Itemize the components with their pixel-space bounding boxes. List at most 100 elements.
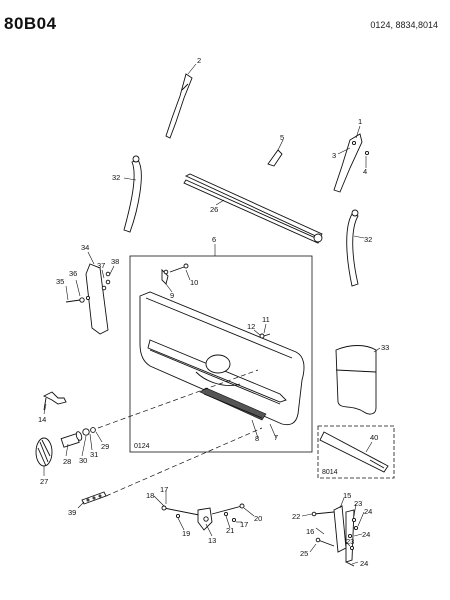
callout-22: 22: [292, 512, 300, 521]
part-26-upper-seal: [183, 173, 323, 244]
part-39-cable: [81, 491, 107, 505]
callout-24-lower: 24: [360, 559, 368, 568]
leader-21: [225, 515, 231, 529]
part-9-latch-bracket: [161, 263, 189, 285]
leader-32-left: [123, 177, 137, 181]
callout-33: 33: [381, 343, 389, 352]
leader-22: [301, 513, 313, 517]
leader-2: [187, 63, 197, 75]
leader-15: [339, 497, 345, 509]
callout-23-upper: 23: [354, 499, 362, 508]
leader-9: [165, 283, 173, 293]
callout-30: 30: [79, 456, 87, 465]
callout-39: 39: [68, 508, 76, 517]
callout-13: 13: [208, 536, 216, 545]
diagram-code: 80B04: [4, 14, 57, 33]
leader-16: [315, 527, 325, 535]
callout-18: 18: [146, 491, 154, 500]
callout-19: 19: [182, 529, 190, 538]
callout-5: 5: [280, 133, 284, 142]
callout-7: 7: [274, 433, 278, 442]
leader-14: [43, 403, 47, 415]
callout-6: 6: [212, 235, 216, 244]
leader-12: [253, 329, 261, 336]
leader-33: [373, 347, 381, 353]
callout-34: 34: [81, 243, 89, 252]
leader-10: [185, 269, 191, 281]
leader-13: [205, 523, 213, 537]
inset-box-8014: [317, 425, 395, 479]
callout-24-mid: 24: [362, 530, 370, 539]
part-5-bracket: [267, 149, 283, 167]
part-27-tail-lamp: [35, 437, 53, 467]
part-1-pillar-trim-right: [333, 133, 370, 193]
callout-17-right: 17: [240, 520, 248, 529]
leader-31: [89, 433, 93, 451]
part-34-side-bracket: [85, 263, 111, 335]
leader-11: [263, 323, 267, 334]
leader-3: [337, 147, 351, 155]
alignment-line-upper: [97, 369, 259, 429]
leader-34: [87, 251, 95, 265]
leader-28: [65, 443, 69, 457]
part-32-weatherstrip-left: [123, 155, 142, 233]
leader-24-mid: [353, 533, 363, 537]
part-35-bolt: [65, 295, 91, 303]
callout-3: 3: [332, 151, 336, 160]
part-32-weatherstrip-right: [346, 209, 359, 287]
callout-8: 8: [255, 434, 259, 443]
leader-19: [177, 517, 185, 531]
callout-16: 16: [306, 527, 314, 536]
part-13-latch-assembly: [161, 503, 245, 531]
callout-28: 28: [63, 457, 71, 466]
part-6-tailgate-panel: [139, 291, 305, 426]
callout-12: 12: [247, 322, 255, 331]
callout-21: 21: [226, 526, 234, 535]
callout-4: 4: [363, 167, 367, 176]
leader-7: [269, 423, 277, 439]
callout-14: 14: [38, 415, 46, 424]
part-11-fastener: [259, 333, 271, 339]
leader-25: [309, 543, 317, 553]
callout-36: 36: [69, 269, 77, 278]
callout-2: 2: [197, 56, 201, 65]
inset-label-8014: 8014: [322, 469, 338, 476]
leader-32-right: [353, 235, 365, 239]
callout-31: 31: [90, 450, 98, 459]
callout-11: 11: [262, 315, 270, 324]
callout-38: 38: [111, 257, 119, 266]
callout-32-right: 32: [364, 235, 372, 244]
callout-9: 9: [170, 291, 174, 300]
leader-37: [101, 269, 105, 279]
leader-29: [95, 431, 103, 443]
inset-label-0124: 0124: [134, 443, 150, 450]
alignment-line-lower: [105, 427, 263, 497]
callout-25: 25: [300, 549, 308, 558]
leader-24-lower: [351, 561, 359, 565]
callout-37: 37: [97, 261, 105, 270]
callout-23-lower: 23: [346, 537, 354, 546]
leader-18: [153, 495, 165, 507]
part-30-grommet: [82, 427, 96, 436]
leader-24-upper: [357, 511, 365, 527]
callout-29: 29: [101, 442, 109, 451]
leader-26: [215, 199, 225, 206]
callout-1: 1: [358, 117, 362, 126]
callout-32-left: 32: [112, 173, 120, 182]
callout-10: 10: [190, 278, 198, 287]
leader-39: [77, 501, 85, 509]
part-2-pillar-trim: [165, 73, 193, 139]
leader-35: [65, 285, 69, 301]
part-14-clip: [42, 391, 67, 411]
leader-23-lower: [345, 541, 351, 547]
leader-20: [243, 507, 255, 517]
callout-35: 35: [56, 277, 64, 286]
callout-20: 20: [254, 514, 262, 523]
callout-26: 26: [210, 205, 218, 214]
callout-27: 27: [40, 477, 48, 486]
part-28-lamp-socket: [60, 431, 83, 448]
leader-40: [365, 441, 373, 453]
leader-23-upper: [353, 503, 357, 517]
